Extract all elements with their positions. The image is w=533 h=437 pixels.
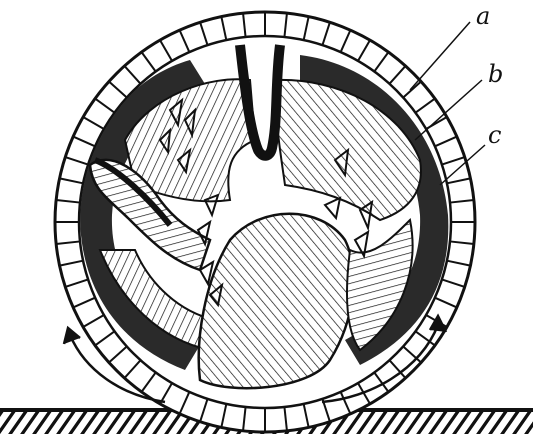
label-a: a	[476, 2, 490, 30]
label-c: c	[488, 121, 501, 149]
label-b: b	[488, 60, 503, 88]
